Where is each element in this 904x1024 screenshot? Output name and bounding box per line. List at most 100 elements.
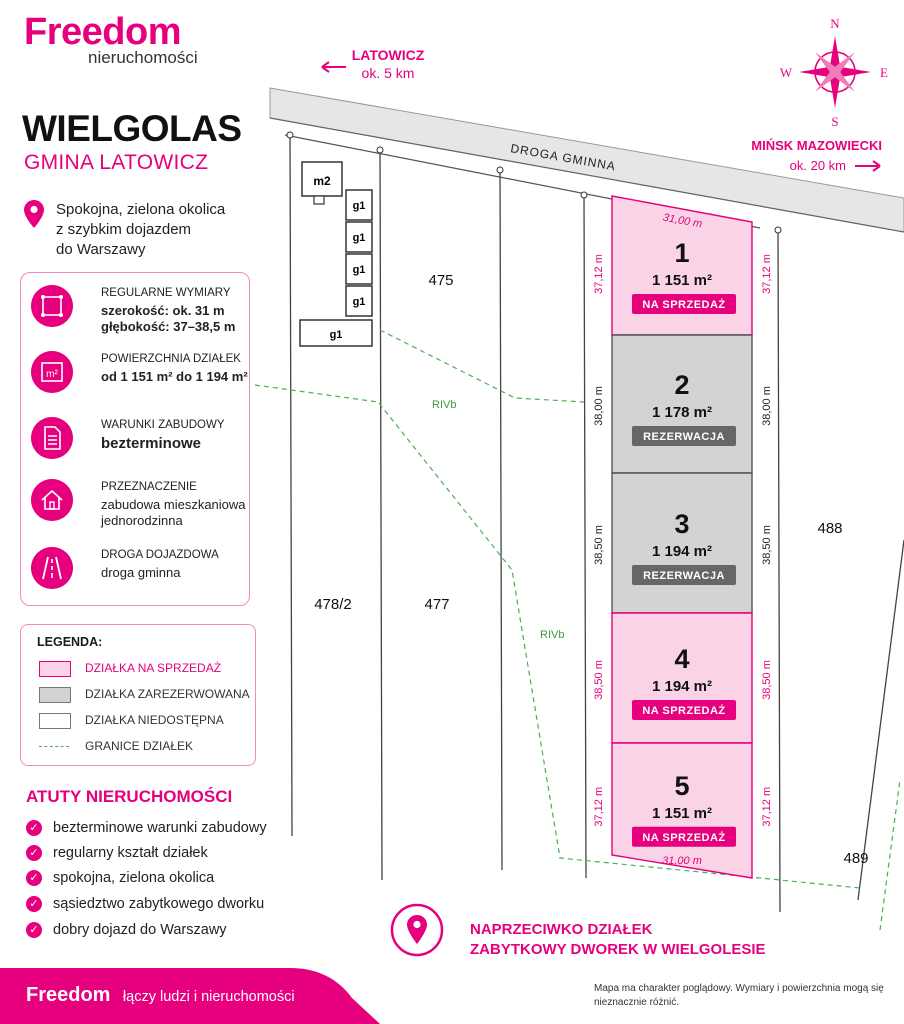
feature-label: REGULARNE WYMIARY [101,287,231,299]
parcel-number: 475 [428,272,453,289]
location-line: z szybkim dojazdem [56,221,192,238]
legend-item-reserved: DZIAŁKA ZAREZERWOWANA [39,687,250,703]
feature-value: zabudowa mieszkaniowa [101,497,246,512]
plot-number: 4 [674,644,689,674]
building [345,285,373,317]
feature-value: droga gminna [101,565,181,580]
footer-slogan: łączy ludzi i nieruchomości [122,989,295,1005]
width-label: 31,00 m [662,855,702,867]
feature-value-wrap: bezterminowe [101,435,201,452]
boundary-node [580,191,588,199]
legend-swatch [39,661,71,677]
plot-area: 1 178 m² [652,404,712,421]
depth-label: 38,50 m [761,660,773,700]
depth-label: 38,00 m [761,386,773,426]
location-pin-icon [24,200,44,228]
direction-name: LATOWICZ [352,47,425,63]
parcel-boundary [499,169,503,871]
legend-label: DZIAŁKA NIEDOSTĘPNA [85,713,224,727]
check-icon: ✓ [26,820,42,837]
parcel-boundary [379,149,383,881]
plot-status: REZERWACJA [643,570,725,582]
soil-border [879,779,901,931]
page-title: WIELGOLAS [22,108,242,149]
feature-label: PRZEZNACZENIE [101,481,197,493]
legend-swatch-dashed [39,746,69,747]
atuty-item: ✓regularny kształt działek [26,845,208,865]
feature-road: DROGA DOJAZDOWA droga gminna [31,547,246,597]
feature-value: głębokość: 37–38,5 m [101,319,236,334]
footer-bar: Freedom łączy ludzi i nieruchomości [0,968,380,1024]
building-label: m2 [313,174,331,188]
atuty-item: ✓spokojna, zielona okolica [26,870,214,890]
building-label: g1 [353,296,366,308]
feature-value: bezterminowe [101,435,202,452]
plot-number: 5 [674,771,689,801]
legend-item-unavailable: DZIAŁKA NIEDOSTĘPNA [39,713,249,729]
road-edge [269,117,904,233]
plot-status: NA SPRZEDAŻ [642,831,725,844]
parcel-number: 489 [843,850,868,867]
check-icon: ✓ [26,922,42,939]
feature-value-wrap: szerokość: ok. 31 m głębokość: 37–38,5 m [101,303,235,335]
compass-icon [815,52,855,92]
arrow-left-icon [321,61,346,73]
plot-status: REZERWACJA [643,431,725,443]
plot-area: 1 194 m² [652,543,712,560]
building [345,221,373,253]
depth-label: 37,12 m [761,787,773,827]
notice-pin-icon [390,903,444,957]
dimensions-icon [31,285,73,327]
building-label: g1 [353,264,366,276]
svg-text:m²: m² [46,369,58,380]
notice-line: NAPRZECIWKO DZIAŁEK [470,921,653,938]
parcel-number: 477 [424,596,449,613]
disclaimer: Mapa ma charakter poglądowy. Wymiary i p… [594,982,894,1010]
page-subtitle: GMINA LATOWICZ [24,151,209,174]
parcel-boundary [289,134,293,837]
legend-label: GRANICE DZIAŁEK [85,739,194,753]
depth-label: 38,50 m [761,525,773,565]
plot-number: 2 [674,370,689,400]
feature-value-wrap: od 1 151 m² do 1 194 m² [101,369,248,385]
building [313,195,325,205]
building-label: g1 [353,232,366,244]
building [345,253,373,285]
legend-swatch [39,713,71,729]
road-band [269,87,904,233]
parcel-boundary [777,229,781,913]
legend-title: LEGENDA: [37,635,103,649]
soil-label: RIVb [432,399,456,411]
feature-value-wrap: zabudowa mieszkaniowa jednorodzinna [101,497,246,529]
atuty-text: sąsiedztwo zabytkowego dworku [53,896,265,912]
plot-area: 1 194 m² [652,678,712,695]
feature-value: jednorodzinna [101,513,183,528]
parcel-boundary [857,539,904,901]
legend-label: DZIAŁKA ZAREZERWOWANA [85,687,250,701]
legend-item-sale: DZIAŁKA NA SPRZEDAŻ [39,661,249,677]
depth-label: 37,12 m [593,787,605,827]
plot-status-badge [632,294,736,314]
atuty-text: spokojna, zielona okolica [53,870,215,886]
building-label: g1 [353,200,366,212]
direction-dist: ok. 20 km [790,158,846,173]
plot-status-badge [632,700,736,720]
soil-border [379,329,585,403]
disclaimer-line: Mapa ma charakter poglądowy. Wymiary i p… [594,983,884,994]
atuty-text: bezterminowe warunki zabudowy [53,820,267,836]
house-icon [31,479,73,521]
plot-status: NA SPRZEDAŻ [642,704,725,717]
document-icon [31,417,73,459]
area-m2-icon: m² [31,351,73,393]
compass-label: E [880,65,888,80]
feature-value-wrap: droga gminna [101,565,181,581]
atuty-item: ✓ bezterminowe warunki zabudowy [26,820,267,840]
features-box: REGULARNE WYMIARY szerokość: ok. 31 m gł… [20,272,250,606]
parcel-number: 488 [817,520,842,537]
atuty-title: ATUTY NIERUCHOMOŚCI [26,787,233,806]
atuty-text: dobry dojazd do Warszawy [53,922,227,938]
plot-area: 1 151 m² [652,272,712,289]
boundary-node [774,226,782,234]
footer-brand: Freedom [26,984,111,1006]
